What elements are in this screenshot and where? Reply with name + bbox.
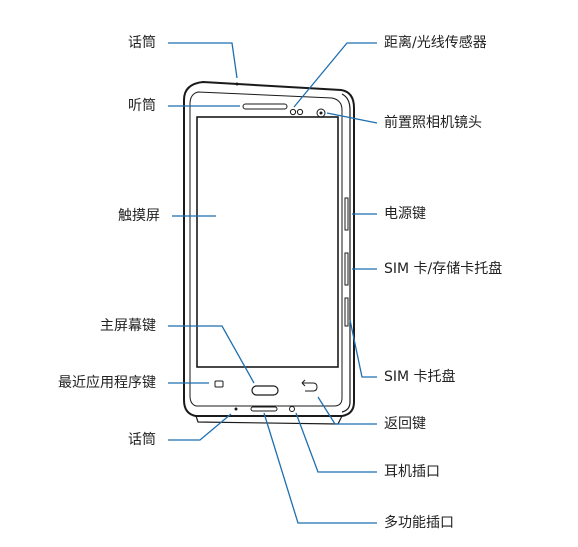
label-home-key: 主屏幕键: [100, 318, 156, 334]
leader-sim-tray: [349, 319, 377, 378]
multipurpose-jack: [250, 406, 278, 412]
leader-back-key: [317, 396, 377, 425]
label-earphone-jack: 耳机插口: [384, 464, 440, 480]
label-mic-top: 话筒: [128, 35, 156, 51]
label-sim-storage-tray: SIM 卡/存储卡托盘: [384, 261, 503, 277]
sim-storage-tray: [344, 252, 349, 286]
label-earpiece: 听筒: [128, 98, 156, 114]
leader-home-key: [168, 325, 255, 384]
label-mic-bottom: 话筒: [128, 432, 156, 448]
label-sim-tray: SIM 卡托盘: [384, 369, 456, 385]
bottom-mic-hole: [234, 407, 238, 411]
label-power-key: 电源键: [384, 206, 426, 222]
leader-mic-top: [168, 42, 238, 79]
recent-apps-icon: [214, 380, 224, 388]
label-touchscreen: 触摸屏: [118, 208, 160, 224]
home-key: [251, 385, 279, 396]
leader-mic-bottom: [168, 413, 232, 441]
label-multipurpose-jack: 多功能插口: [384, 515, 454, 531]
leader-proximity: [293, 42, 377, 108]
label-recent-apps-key: 最近应用程序键: [58, 375, 156, 391]
light-sensor-icon: [296, 108, 304, 116]
leader-earphone-jack: [295, 412, 377, 473]
top-mic-hole: [235, 82, 239, 86]
label-back-key: 返回键: [384, 416, 426, 432]
label-proximity-light-sensor: 距离/光线传感器: [384, 35, 487, 51]
front-camera-icon: [316, 108, 326, 118]
touchscreen-panel: [196, 116, 339, 368]
power-key: [344, 197, 349, 231]
back-icon: [301, 379, 318, 392]
earphone-jack: [289, 406, 295, 412]
proximity-sensor-icon: [289, 108, 297, 116]
leader-multipurpose: [263, 412, 377, 524]
earpiece-grille: [242, 103, 288, 110]
phone-body: [183, 80, 355, 425]
leader-front-camera: [326, 112, 378, 124]
sim-tray: [344, 297, 349, 327]
label-front-camera: 前置照相机镜头: [384, 115, 482, 131]
